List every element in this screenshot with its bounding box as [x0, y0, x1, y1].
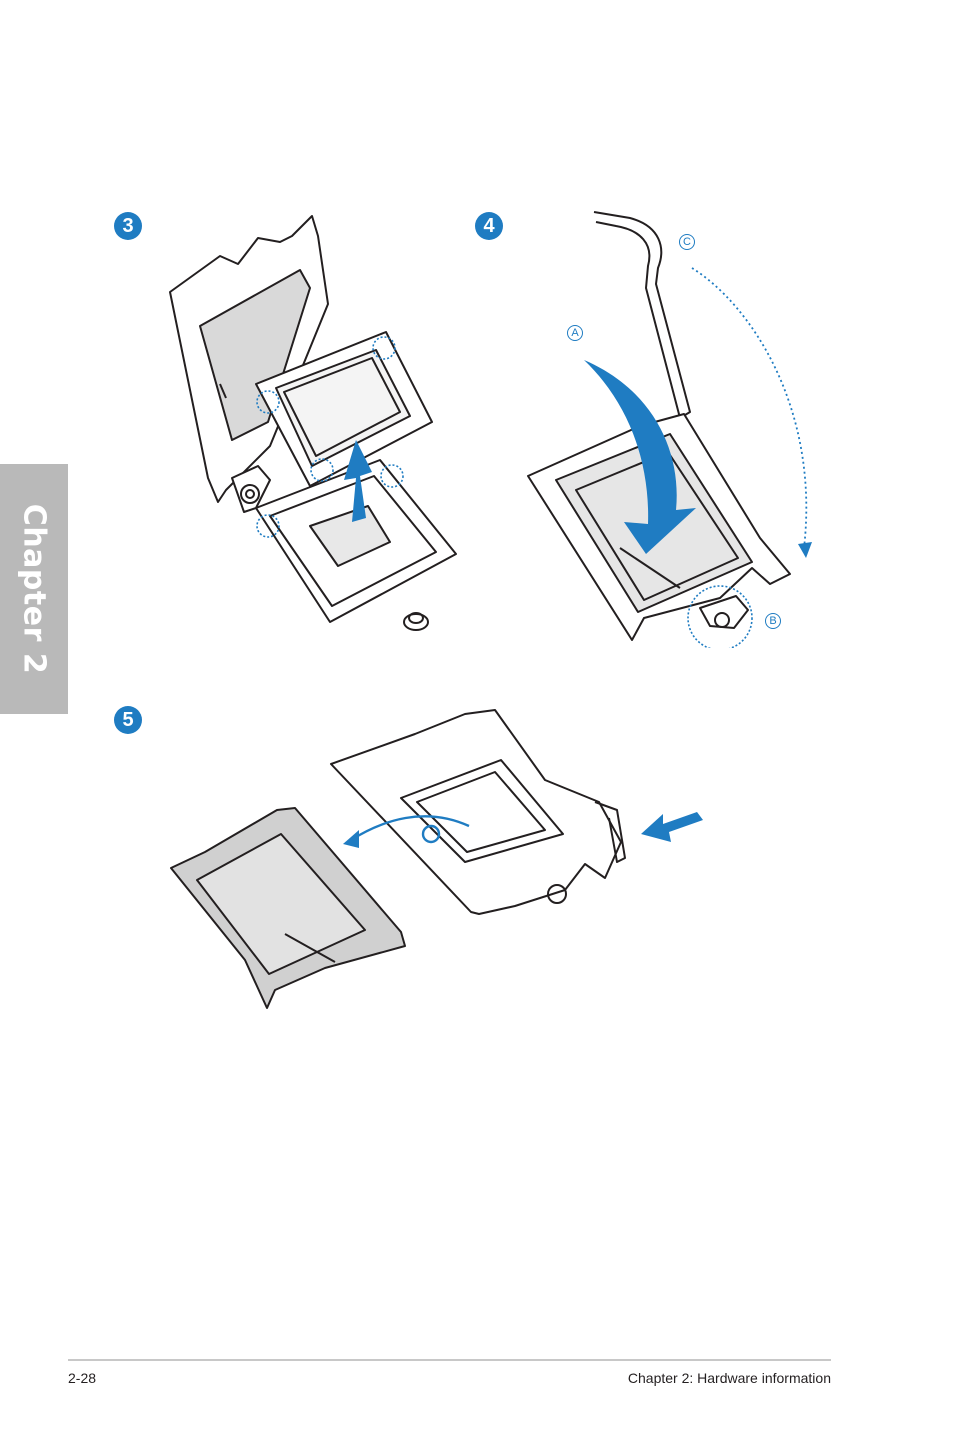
- pnp-cap: [404, 613, 428, 630]
- page-number: 2-28: [68, 1370, 96, 1386]
- step-3-illustration: [160, 208, 470, 638]
- chapter-side-tab: Chapter 2: [0, 464, 68, 714]
- chapter-side-tab-label: Chapter 2: [17, 504, 52, 674]
- step-4-illustration: [520, 208, 830, 648]
- push-lever-arrow: [641, 812, 703, 842]
- callout-b: B: [765, 613, 781, 629]
- step-5-badge: 5: [114, 706, 142, 734]
- callout-c: C: [679, 234, 695, 250]
- step-5-illustration: [165, 702, 710, 1022]
- step-4-badge: 4: [475, 212, 503, 240]
- footer-rule: [68, 1359, 831, 1361]
- callout-a: A: [567, 325, 583, 341]
- step-3-badge: 3: [114, 212, 142, 240]
- footer-chapter-title: Chapter 2: Hardware information: [628, 1370, 831, 1386]
